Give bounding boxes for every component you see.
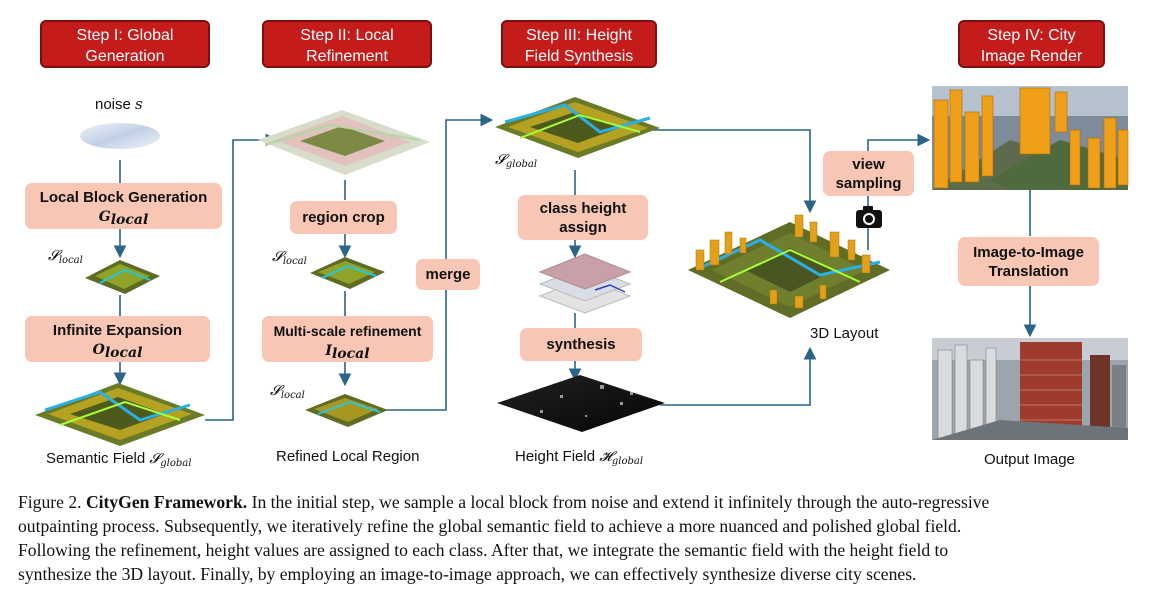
slocal-3-subscript: local — [280, 390, 305, 401]
local-block-label: Local Block Generation — [39, 189, 208, 206]
step-4-line-1: Step IV: City — [987, 27, 1076, 44]
local-block-subscript: local — [110, 212, 149, 228]
semantic-field-caption: Semantic Field 𝓢global — [46, 450, 191, 469]
slocal-3-symbol: 𝓢 — [270, 383, 281, 399]
step-3-line-1: Step III: Height — [526, 27, 632, 44]
arrow-hf-to-layout — [660, 346, 817, 406]
layout-3d-map — [688, 214, 890, 318]
output-city-image — [932, 338, 1128, 440]
noise-symbol: s — [135, 95, 143, 113]
noise-label: noise s — [95, 95, 143, 113]
image-to-image-translation-box: Image-to-Image Translation — [958, 237, 1099, 286]
class-height-assign-box: class height assign — [518, 195, 648, 240]
sglobal-map — [495, 97, 660, 158]
noise-image — [80, 123, 160, 149]
arrow-field-to-refine — [205, 133, 279, 421]
height-field-subscript: global — [611, 456, 644, 467]
infinite-expansion-label: Infinite Expansion — [52, 322, 183, 339]
slocal-2-subscript: local — [282, 256, 307, 267]
semantic-field-symbol: 𝓢 — [149, 451, 161, 467]
infinite-expansion-subscript: local — [104, 345, 143, 361]
local-block-symbol: G — [98, 209, 111, 225]
step-2-line-2: Refinement — [306, 48, 388, 65]
step-3-line-2: Field Synthesis — [524, 48, 634, 65]
class-height-line-2: assign — [559, 219, 607, 236]
view-sampling-line-2: sampling — [835, 175, 902, 192]
slocal-1-subscript: local — [58, 255, 83, 266]
slocal-label-3: 𝓢local — [270, 383, 305, 401]
caption-line-2: outpainting process. Subsequently, we it… — [18, 516, 962, 536]
semantic-field-text: Semantic Field — [46, 450, 146, 467]
infinite-expansion-symbol: O — [92, 342, 105, 358]
slocal-label-2: 𝓢local — [272, 249, 307, 267]
noise-word: noise — [95, 96, 131, 113]
semantic-field-subscript: global — [160, 458, 192, 469]
caption-line-1: Figure 2. CityGen Framework. In the init… — [18, 490, 1138, 514]
view-sampling-box: view sampling — [823, 151, 914, 196]
step-4-line-2: Image Render — [980, 48, 1083, 65]
slocal-map-2 — [310, 257, 385, 289]
step-4-header: Step IV: City Image Render — [958, 20, 1105, 68]
multi-scale-refinement-box: Multi-scale refinement Ilocal — [262, 316, 433, 362]
multi-scale-symbol: I — [325, 343, 332, 359]
merge-label: merge — [425, 266, 471, 283]
step-2-line-1: Step II: Local — [300, 27, 394, 44]
slocal-1-symbol: 𝓢 — [48, 248, 59, 264]
local-block-generation-box: Local Block Generation Glocal — [25, 183, 222, 229]
height-field-caption: Height Field 𝓗global — [515, 448, 643, 467]
height-field-symbol: 𝓗 — [599, 449, 612, 465]
refined-local-region-caption: Refined Local Region — [276, 448, 419, 465]
infinite-expansion-box: Infinite Expansion Olocal — [25, 316, 210, 362]
sglobal-symbol: 𝓢 — [495, 152, 506, 168]
caption-line-4: synthesize the 3D layout. Finally, by em… — [18, 564, 917, 584]
class-height-line-1: class height — [539, 200, 627, 217]
refine-map-top — [258, 110, 430, 175]
height-layers — [538, 253, 632, 314]
height-field-text: Height Field — [515, 448, 596, 465]
slocal-2-symbol: 𝓢 — [272, 249, 283, 265]
output-image-caption: Output Image — [984, 451, 1075, 468]
merge-box: merge — [416, 259, 480, 290]
height-field-map — [497, 375, 665, 432]
layout-3d-caption: 3D Layout — [810, 325, 878, 342]
synthesis-box: synthesis — [520, 328, 642, 361]
arrow-sglobal-to-layout — [590, 129, 817, 214]
synthesis-label: synthesis — [546, 336, 616, 353]
refined-local-region-text: Refined Local Region — [276, 448, 420, 465]
img2img-line-1: Image-to-Image — [973, 244, 1084, 261]
slocal-map-1 — [85, 260, 160, 294]
multi-scale-label: Multi-scale refinement — [273, 323, 422, 339]
view-sampling-line-1: view — [852, 156, 885, 173]
step-2-header: Step II: Local Refinement — [262, 20, 432, 68]
caption-text-1: In the initial step, we sample a local b… — [247, 492, 990, 512]
caption-line-3: Following the refinement, height values … — [18, 540, 949, 560]
region-crop-box: region crop — [290, 201, 397, 234]
slocal-map-3 — [305, 394, 388, 427]
sglobal-label: 𝓢global — [495, 152, 537, 170]
caption-prefix: Figure 2. — [18, 492, 82, 512]
img2img-line-2: Translation — [988, 263, 1069, 280]
city-render-image — [932, 86, 1129, 190]
camera-icon — [856, 206, 882, 228]
step-3-header: Step III: Height Field Synthesis — [501, 20, 657, 68]
step-1-line-2: Generation — [85, 48, 165, 65]
region-crop-label: region crop — [302, 209, 385, 226]
layout-3d-text: 3D Layout — [810, 325, 879, 342]
semantic-field-map — [35, 383, 205, 446]
sglobal-subscript: global — [505, 159, 538, 170]
step-1-line-1: Step I: Global — [76, 27, 174, 44]
figure-caption: Figure 2. CityGen Framework. In the init… — [18, 490, 1138, 586]
output-image-text: Output Image — [984, 451, 1075, 468]
slocal-label-1: 𝓢local — [48, 248, 83, 266]
caption-title: CityGen Framework. — [85, 492, 248, 512]
step-1-header: Step I: Global Generation — [40, 20, 210, 68]
multi-scale-subscript: local — [331, 346, 370, 362]
